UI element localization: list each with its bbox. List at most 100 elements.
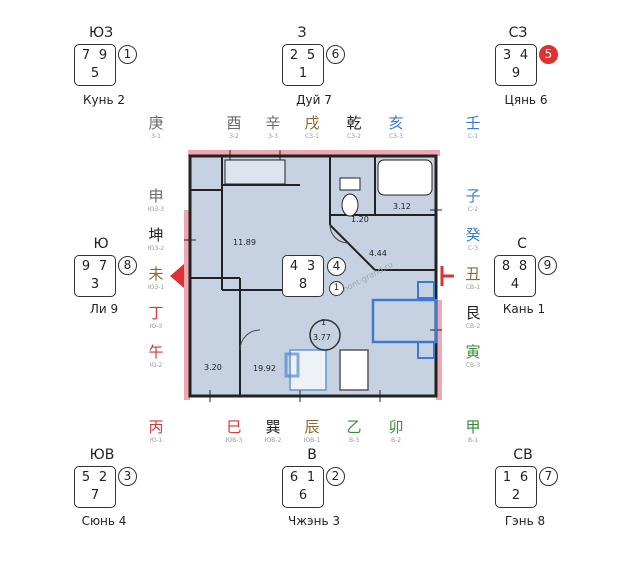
direction-label: СЗ	[508, 25, 528, 41]
trigram-label: Цянь 6	[504, 93, 548, 107]
mountain-sub: ЮВ-2	[264, 437, 282, 444]
star-digit: 1	[298, 66, 308, 81]
star-digit: 2	[511, 488, 521, 503]
star-digit: 4	[519, 48, 529, 63]
star-circle: 6	[326, 45, 345, 64]
mountain-sub: ЮЗ-3	[147, 206, 165, 213]
trigram-label: Чжэнь 3	[288, 514, 340, 528]
plan-accent-top	[188, 150, 440, 156]
mountain-char: 未	[148, 265, 164, 283]
mountain-char: 艮	[465, 304, 481, 322]
mountain-sub: Ю-2	[149, 362, 163, 369]
mountain-char: 丁	[148, 304, 164, 322]
star-circle: 7	[539, 467, 558, 486]
star-circle: 4	[327, 257, 346, 276]
mountain-sub: СЗ-2	[346, 133, 362, 140]
star-circle: 1	[118, 45, 137, 64]
mountain-char: 壬	[465, 114, 481, 132]
mountain-sub: В-3	[348, 437, 360, 444]
star-digit: 2	[98, 470, 108, 485]
mountain-sub: СЗ-3	[388, 133, 404, 140]
trigram-label: Гэнь 8	[504, 514, 546, 528]
chair	[284, 352, 300, 378]
mountain-sub: З-3	[268, 133, 278, 140]
star-box: 7 9 5	[74, 44, 116, 86]
mountain-sub: З-1	[151, 133, 161, 140]
room-area: 4.44	[369, 249, 387, 258]
direction-label: З	[297, 25, 307, 41]
star-box: 3 4 9	[495, 44, 537, 86]
mountain-sub: СВ-1	[465, 284, 481, 291]
mountain-sub: С-1	[467, 133, 479, 140]
kitchen-counter	[224, 159, 286, 185]
direction-label: ЮЗ	[88, 25, 114, 41]
mountain-char: 坤	[148, 226, 164, 244]
star-digit: 3	[502, 48, 512, 63]
direction-label: Ю	[93, 236, 109, 252]
bed	[371, 298, 438, 344]
star-box: 6 1 6	[282, 466, 324, 508]
mountain-char: 辰	[304, 418, 320, 436]
star-box: 2 5 1	[282, 44, 324, 86]
star-box: 9 7 3	[74, 255, 116, 297]
star-digit: 2	[289, 48, 299, 63]
mountain-char: 丙	[148, 418, 164, 436]
star-digit: 1	[306, 470, 316, 485]
center-tai-ji-circle	[309, 319, 341, 351]
star-digit: 5	[90, 66, 100, 81]
room-area: 1.20	[351, 215, 369, 224]
trigram-label: Ли 9	[89, 302, 119, 316]
star-circle: 3	[118, 467, 137, 486]
star-box: 8 8 4	[494, 255, 536, 297]
star-digit: 6	[298, 488, 308, 503]
mountain-char: 辛	[265, 114, 281, 132]
direction-label: ЮВ	[89, 447, 115, 463]
mountain-sub: Ю-1	[149, 437, 163, 444]
mountain-char: 巳	[226, 418, 242, 436]
trigram-label: Дуй 7	[296, 93, 332, 107]
bed-pillow-bottom	[417, 341, 435, 359]
star-box: 1 6 2	[495, 466, 537, 508]
center-star-box: 4 3 8	[282, 255, 324, 297]
mountain-char: 丑	[465, 265, 481, 283]
star-digit: 9	[511, 66, 521, 81]
mountain-sub: СЗ-1	[304, 133, 320, 140]
room-area: 3.12	[393, 202, 411, 211]
mountain-sub: ЮВ-3	[225, 437, 243, 444]
star-digit: 7	[90, 488, 100, 503]
trigram-label: Кань 1	[502, 302, 546, 316]
star-digit: 7	[98, 259, 108, 274]
mountain-sub: ЮЗ-1	[147, 284, 165, 291]
star-box: 5 2 7	[74, 466, 116, 508]
mountain-sub: ЮЗ-2	[147, 245, 165, 252]
mountain-char: 申	[148, 187, 164, 205]
mountain-char: 癸	[465, 226, 481, 244]
mountain-char: 甲	[465, 418, 481, 436]
mountain-sub: Ю-3	[149, 323, 163, 330]
star-digit: 8	[298, 277, 308, 292]
mountain-sub: С-2	[467, 206, 479, 213]
mountain-char: 酉	[226, 114, 242, 132]
mountain-char: 寅	[465, 343, 481, 361]
armchair	[339, 349, 369, 391]
star-digit: 3	[90, 277, 100, 292]
mountain-sub: СВ-2	[465, 323, 481, 330]
star-circle-highlight: 5	[539, 45, 558, 64]
direction-label: СВ	[513, 447, 533, 463]
star-digit: 8	[501, 259, 511, 274]
mountain-sub: СВ-3	[465, 362, 481, 369]
plan-accent-right	[436, 300, 442, 400]
room-area: 11.89	[233, 238, 256, 247]
mountain-sub: З-2	[229, 133, 239, 140]
star-digit: 7	[81, 48, 91, 63]
star-digit: 9	[98, 48, 108, 63]
mountain-sub: С-3	[467, 245, 479, 252]
mountain-char: 戌	[304, 114, 320, 132]
star-digit: 4	[289, 259, 299, 274]
star-circle-small: 1	[329, 281, 344, 296]
direction-label: С	[517, 236, 527, 252]
sink	[339, 177, 361, 191]
trigram-label: Кунь 2	[83, 93, 125, 107]
mountain-char: 卯	[388, 418, 404, 436]
star-digit: 6	[519, 470, 529, 485]
